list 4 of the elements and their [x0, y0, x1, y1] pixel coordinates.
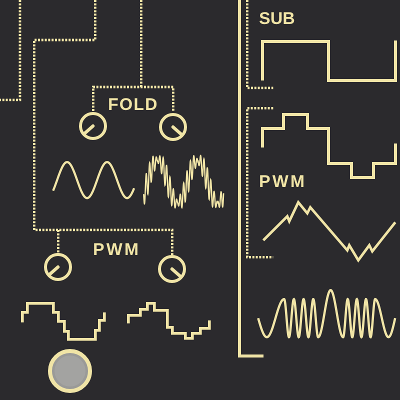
panel-label: PWM: [93, 241, 141, 258]
panel-label: SUB: [259, 10, 295, 27]
panel-label: PWM: [259, 173, 307, 190]
panel-label: FOLD: [108, 96, 158, 113]
